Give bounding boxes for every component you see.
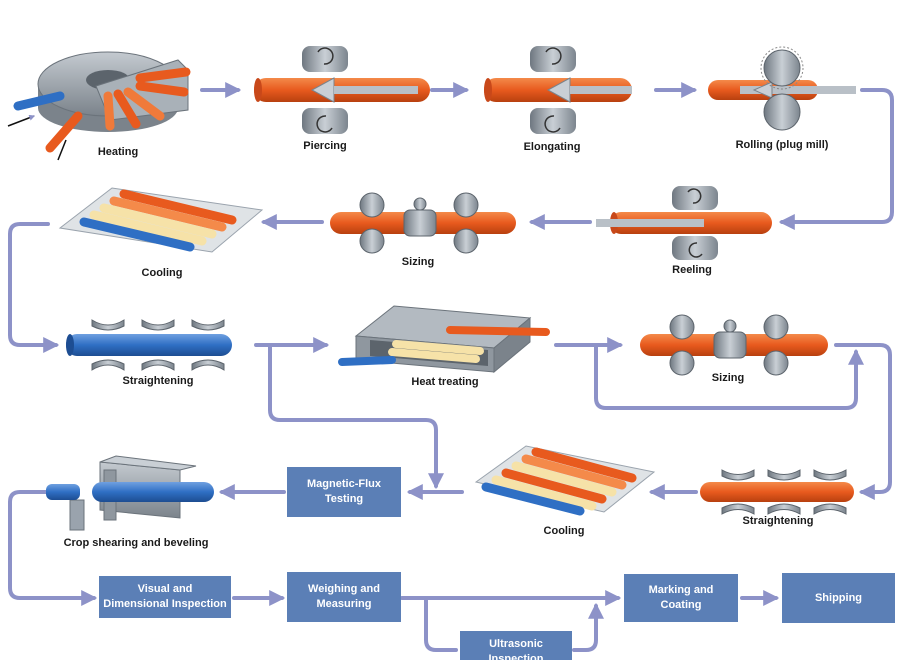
stage-label-rolling: Rolling (plug mill)	[735, 139, 829, 151]
sizing-mill-icon	[330, 192, 516, 254]
box-line: Visual and	[137, 583, 193, 595]
heat-treating-furnace-icon	[338, 305, 550, 374]
box-line: Coating	[660, 599, 702, 611]
straightener-icon	[66, 319, 232, 371]
sizing-mill-icon	[640, 314, 828, 376]
stage-label-sizing: Sizing	[711, 372, 745, 384]
arrow-crop-visual	[8, 490, 98, 606]
stage-label-sizing: Sizing	[401, 256, 435, 268]
box-line: Inspection	[488, 653, 544, 660]
box-line: Weighing and	[308, 583, 380, 595]
arrow-sizing-bypass	[594, 343, 864, 410]
arrow-cooling-straightening	[8, 222, 60, 353]
box-line: Ultrasonic	[489, 638, 543, 650]
stage-label-reeling: Reeling	[672, 264, 712, 276]
arrow-branch-ultrasonic	[424, 596, 458, 652]
stage-label-crop-shearing: Crop shearing and beveling	[63, 537, 209, 549]
reeler-icon	[596, 186, 772, 260]
box-line: Dimensional Inspection	[103, 598, 227, 610]
stage-label-cooling: Cooling	[141, 267, 183, 279]
stage-label-elongating: Elongating	[523, 141, 581, 153]
plug-mill-icon	[708, 46, 856, 131]
arrow-rolling-reeling	[778, 88, 894, 230]
stage-label-straightening: Straightening	[742, 515, 814, 527]
arrow-branch-to-testing	[268, 343, 444, 490]
box-line: Shipping	[814, 591, 863, 604]
box-line: Testing	[324, 493, 364, 505]
stage-label-heat-treating: Heat treating	[411, 376, 479, 388]
arrow-ultrasonic-return	[572, 602, 604, 652]
rotary-hearth-furnace-icon	[7, 51, 191, 161]
box-line: Marking and	[648, 584, 714, 596]
stage-label-cooling: Cooling	[543, 525, 585, 537]
cooling-bed-icon	[474, 445, 656, 516]
box-shipping: Shipping	[782, 573, 895, 623]
elongator-icon	[484, 46, 632, 134]
box-line: Magnetic-Flux	[307, 478, 381, 490]
flow-arrows	[8, 82, 894, 652]
crop-shear-icon	[46, 455, 214, 531]
piercing-mill-icon	[254, 46, 430, 134]
stage-label-piercing: Piercing	[303, 140, 347, 152]
cooling-bed-icon	[58, 187, 264, 253]
straightener-icon	[700, 469, 854, 515]
arrow-sizing-straightening	[834, 343, 892, 500]
box-line: Measuring	[316, 598, 372, 610]
stage-label-straightening: Straightening	[122, 375, 194, 387]
stage-label-heating: Heating	[97, 146, 139, 158]
